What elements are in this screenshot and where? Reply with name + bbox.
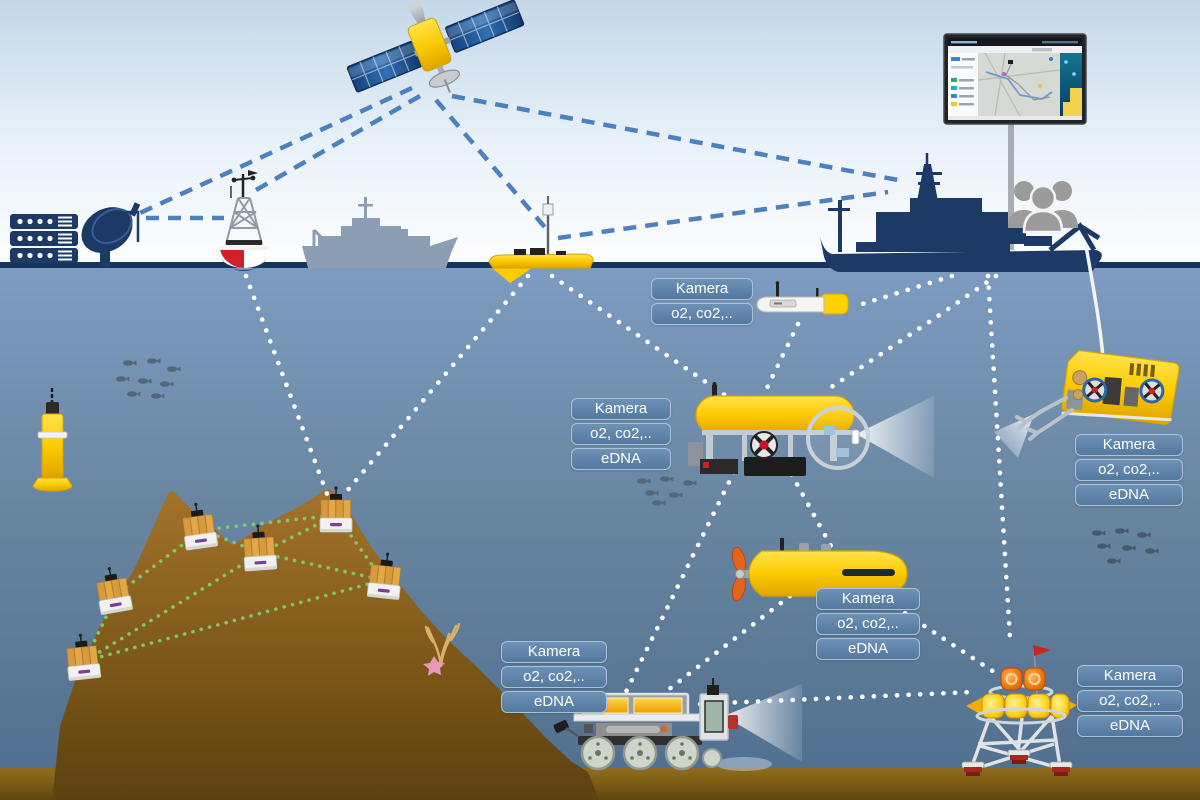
label-kamera: Kamera (571, 398, 671, 420)
label-kamera: Kamera (1075, 434, 1183, 456)
sensor-label-group-glider: Kamera o2, co2,.. (651, 278, 753, 325)
coral-icon (424, 622, 461, 668)
sensor-label-group-work-rov: Kamera o2, co2,.. eDNA (1075, 434, 1183, 506)
label-gases: o2, co2,.. (1077, 690, 1183, 712)
work-rov-icon (1061, 349, 1180, 425)
rov-icon (688, 382, 870, 476)
lander-icon (961, 645, 1077, 776)
label-edna: eDNA (571, 448, 671, 470)
satellite-link-ship (451, 93, 899, 183)
label-gases: o2, co2,.. (1075, 459, 1183, 481)
glider-auv-icon (756, 281, 849, 315)
people-icon (1008, 181, 1078, 234)
weather-buoy-icon (218, 170, 270, 271)
monitor-map-icon (943, 33, 1087, 125)
satellite-link-group (139, 85, 899, 241)
starfish-icon (423, 656, 445, 676)
sensor-label-group-rov: Kamera o2, co2,.. eDNA (571, 398, 671, 470)
satellite-link-dish (139, 85, 413, 216)
label-gases: o2, co2,.. (816, 613, 920, 635)
seamount-hill (52, 489, 600, 800)
work-rov-arms (1015, 396, 1074, 441)
label-gases: o2, co2,.. (651, 303, 753, 325)
sensor-label-group-lander: Kamera o2, co2,.. eDNA (1077, 665, 1183, 737)
seafloor-crawler-icon (553, 678, 738, 771)
waterline (0, 262, 1200, 268)
satellite-link-buoy (254, 94, 422, 192)
label-kamera: Kamera (651, 278, 753, 300)
label-edna: eDNA (1077, 715, 1183, 737)
label-edna: eDNA (1075, 484, 1183, 506)
label-kamera: Kamera (816, 588, 920, 610)
research-vessel-icon (820, 153, 1102, 272)
surface-vehicle-icon (488, 196, 594, 283)
satellite-icon (346, 0, 525, 93)
sensor-label-group-crawler: Kamera o2, co2,.. eDNA (501, 641, 607, 713)
label-kamera: Kamera (1077, 665, 1183, 687)
ship-icon (302, 197, 458, 268)
sensor-label-group-auv: Kamera o2, co2,.. eDNA (816, 588, 920, 660)
rov-light-beam (856, 396, 934, 478)
satellite-dish-icon (81, 202, 141, 267)
rov-tether (1084, 245, 1105, 359)
satellite-link-surface-vehicle (434, 98, 551, 234)
label-kamera: Kamera (501, 641, 607, 663)
crawler-light-glow (716, 757, 772, 771)
label-gases: o2, co2,.. (571, 423, 671, 445)
label-edna: eDNA (501, 691, 607, 713)
monitor-pole (1008, 118, 1014, 250)
label-edna: eDNA (816, 638, 920, 660)
anchor-foot (961, 761, 985, 776)
torpedo-auv-icon (731, 538, 908, 602)
anchor-foot (1007, 749, 1031, 764)
mooring-stick-icon (32, 388, 73, 492)
crawler-light-beam (724, 684, 802, 762)
anchor-foot (1049, 761, 1073, 776)
surface-vehicle-link-ship (557, 189, 889, 241)
server-rack-icon (10, 214, 78, 263)
label-gases: o2, co2,.. (501, 666, 607, 688)
